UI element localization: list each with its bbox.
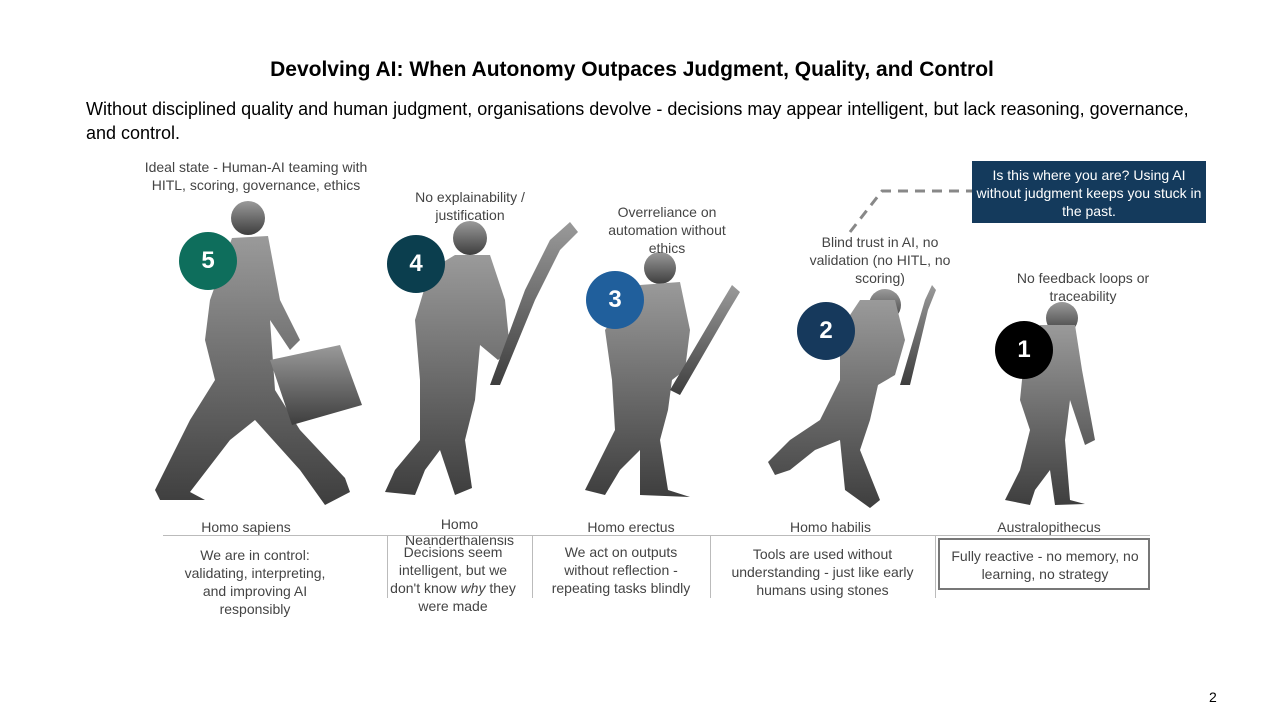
callout-box: Is this where you are? Using AI without … <box>972 161 1206 223</box>
stage-1-label: No feedback loops or traceability <box>1016 270 1150 304</box>
stage-2-badge: 2 <box>797 302 855 360</box>
stage-1-box <box>938 538 1150 590</box>
stage-5-badge: 5 <box>179 232 237 290</box>
slide-title: Devolving AI: When Autonomy Outpaces Jud… <box>270 58 994 81</box>
homo-erectus-figure <box>585 252 740 497</box>
description-text: Decisions seem intelligent, but we don't… <box>390 544 508 596</box>
species-name: Australopithecus <box>997 519 1101 535</box>
stage-3-description: We act on outputs without reflection - r… <box>551 544 691 596</box>
column-divider <box>387 536 388 598</box>
stage-3-badge: 3 <box>586 271 644 329</box>
divider-line <box>163 535 1150 536</box>
stage-2-label: Blind trust in AI, no validation (no HIT… <box>809 234 951 286</box>
column-divider <box>935 536 936 598</box>
stage-3-label: Overreliance on automation without ethic… <box>608 204 726 256</box>
callout-connector <box>848 189 972 233</box>
species-name: Homo habilis <box>790 519 871 535</box>
species-name: Homo Neanderthalensis <box>405 516 514 548</box>
stage-5-label: Ideal state - Human-AI teaming with HITL… <box>144 159 368 193</box>
stage-4-badge: 4 <box>387 235 445 293</box>
stage-2-description: Tools are used without understanding - j… <box>731 546 914 598</box>
neanderthal-figure <box>385 221 578 495</box>
homo-habilis-figure <box>768 285 936 508</box>
stage-1-description: Fully reactive - no memory, no learning,… <box>951 548 1139 582</box>
stage-4-label: No explainability / justification <box>415 189 525 223</box>
slide-subtitle: Without disciplined quality and human ju… <box>86 99 1189 143</box>
column-divider <box>710 536 711 598</box>
description-text: they were made <box>418 580 516 614</box>
stage-1-badge: 1 <box>995 321 1053 379</box>
description-emphasis: why <box>460 580 486 596</box>
stage-4-description: Decisions seem intelligent, but we don't… <box>383 543 523 615</box>
species-name: Homo erectus <box>587 519 675 535</box>
species-name: Homo sapiens <box>201 519 291 535</box>
homo-sapiens-figure <box>155 201 362 505</box>
page-number: 2 <box>1209 689 1217 705</box>
column-divider <box>532 536 533 598</box>
stage-5-description: We are in control: validating, interpret… <box>184 547 326 617</box>
